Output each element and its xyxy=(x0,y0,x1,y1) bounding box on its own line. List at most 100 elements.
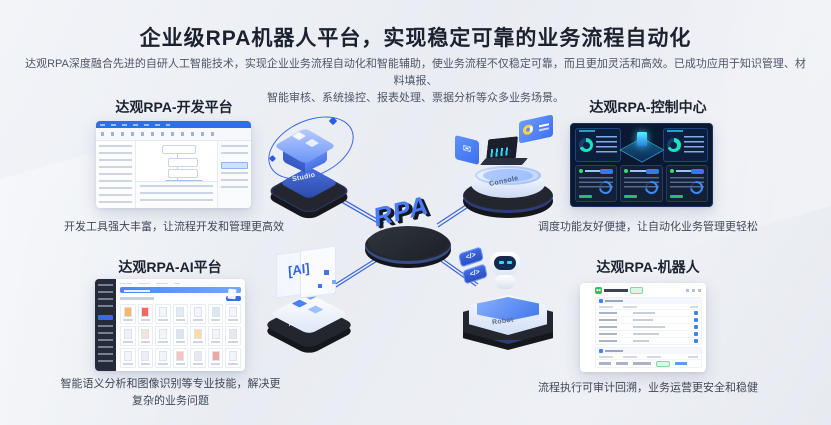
online-dot xyxy=(579,169,583,173)
cell-skeleton xyxy=(633,325,665,329)
text-lines-skeleton xyxy=(98,325,113,363)
doc-icon xyxy=(141,351,150,361)
doc-name-skeleton xyxy=(140,319,151,321)
text-lines-skeleton xyxy=(98,284,113,310)
window-controls-skeleton xyxy=(686,289,702,292)
table-column-headers xyxy=(596,304,701,309)
cell-skeleton xyxy=(599,311,617,315)
card-action-pill xyxy=(600,169,614,174)
robot-logo-icon xyxy=(595,287,602,294)
section-title-skeleton xyxy=(605,300,623,302)
doc-name-skeleton xyxy=(193,363,203,365)
banner-doc-icon xyxy=(227,288,237,300)
stat-lines-skeleton xyxy=(669,177,704,188)
subtitle-line-1: 达观RPA深度融合先进的自研人工智能技术，实现企业业务流程自动化和智能辅助，使业… xyxy=(25,58,806,87)
ai-breadcrumb-skeleton xyxy=(120,282,241,284)
text-lines-skeleton xyxy=(221,172,248,190)
text-lines-skeleton xyxy=(221,145,248,159)
doc-name-skeleton xyxy=(228,363,238,365)
studio-flow-canvas xyxy=(136,141,218,208)
robot-body xyxy=(495,275,515,289)
iso-cube xyxy=(636,132,647,146)
row-action-icon xyxy=(694,339,698,343)
success-chip xyxy=(579,195,592,198)
doc-card xyxy=(120,304,136,324)
doc-card xyxy=(190,304,206,324)
table-column-headers xyxy=(596,354,701,359)
section-icon xyxy=(599,299,603,303)
studio-properties-panel xyxy=(218,141,251,208)
task-row xyxy=(596,323,701,330)
doc-icon xyxy=(123,329,132,339)
card-title-skeleton xyxy=(675,170,696,172)
doc-icon xyxy=(158,329,167,339)
page-subtitle: 达观RPA深度融合先进的自研人工智能技术，实现企业业务流程自动化和智能辅助，使业… xyxy=(20,56,811,107)
doc-card xyxy=(190,348,206,368)
dashboard-top-row xyxy=(575,128,708,163)
cell-skeleton xyxy=(633,332,659,336)
gauge-legend-skeleton xyxy=(683,136,704,154)
section-title-studio: 达观RPA-开发平台 xyxy=(115,99,233,115)
chart-panel-icon xyxy=(519,114,553,144)
doc-icon xyxy=(211,329,220,339)
task-row xyxy=(596,309,701,316)
console-screenshot xyxy=(570,123,713,207)
column-header-skeleton xyxy=(690,305,698,308)
doc-name-skeleton xyxy=(210,363,221,365)
doc-name-skeleton xyxy=(175,363,186,365)
doc-icon xyxy=(176,329,185,339)
studio-node-icon: Studio xyxy=(258,104,364,222)
caption-robot: 流程执行可审计回溯，业务运营更安全和稳健 xyxy=(538,382,758,394)
card-tag xyxy=(579,130,595,132)
doc-name-skeleton xyxy=(140,363,151,365)
doc-icon xyxy=(176,351,185,361)
pixel-block xyxy=(324,270,329,275)
banner-title-skeleton xyxy=(124,289,150,293)
doc-card xyxy=(120,348,136,368)
flow-node xyxy=(168,169,199,178)
doc-name-skeleton xyxy=(175,319,186,321)
column-header-skeleton xyxy=(623,305,637,308)
doc-card xyxy=(172,326,189,346)
dashboard-gauge-card xyxy=(662,128,708,162)
doc-card xyxy=(172,304,189,324)
cell-skeleton xyxy=(633,311,655,315)
filter-label-skeleton xyxy=(120,297,154,300)
dashboard-iso-graphic xyxy=(618,128,665,163)
doc-icon xyxy=(158,351,167,361)
task-row xyxy=(596,337,701,344)
doc-name-skeleton xyxy=(158,319,168,321)
doc-card xyxy=(137,304,154,324)
ai-platform-screenshot xyxy=(95,279,245,371)
cell-skeleton xyxy=(599,362,611,365)
studio-toolbar xyxy=(96,128,251,141)
success-chip xyxy=(624,195,638,198)
online-dot xyxy=(624,169,629,173)
doc-icon xyxy=(194,351,203,361)
section-title-ai: 达观RPA-AI平台 xyxy=(118,259,222,275)
donut-gauge-icon xyxy=(579,138,593,152)
rpa-hub: RPA xyxy=(365,190,451,268)
flow-node xyxy=(161,145,196,154)
robot-screenshot xyxy=(580,283,706,372)
ai-node-icon: [AI] AI平台 xyxy=(262,245,356,356)
doc-name-skeleton xyxy=(140,341,151,343)
doc-name-skeleton xyxy=(158,363,168,365)
banner-subtitle-skeleton xyxy=(124,294,182,297)
doc-name-skeleton xyxy=(175,341,186,343)
doc-card xyxy=(225,326,241,346)
pixel-block xyxy=(318,284,322,288)
doc-card xyxy=(225,348,241,368)
online-dot xyxy=(669,169,674,173)
doc-icon xyxy=(229,351,238,361)
doc-name-skeleton xyxy=(158,341,168,343)
card-title-skeleton xyxy=(585,170,605,172)
history-row xyxy=(596,359,701,367)
studio-titlebar xyxy=(96,121,251,128)
robot-visor xyxy=(494,256,516,270)
cell-skeleton xyxy=(599,339,617,343)
row-action-icon xyxy=(694,318,698,322)
doc-icon xyxy=(158,307,167,317)
ai-banner xyxy=(120,286,241,300)
